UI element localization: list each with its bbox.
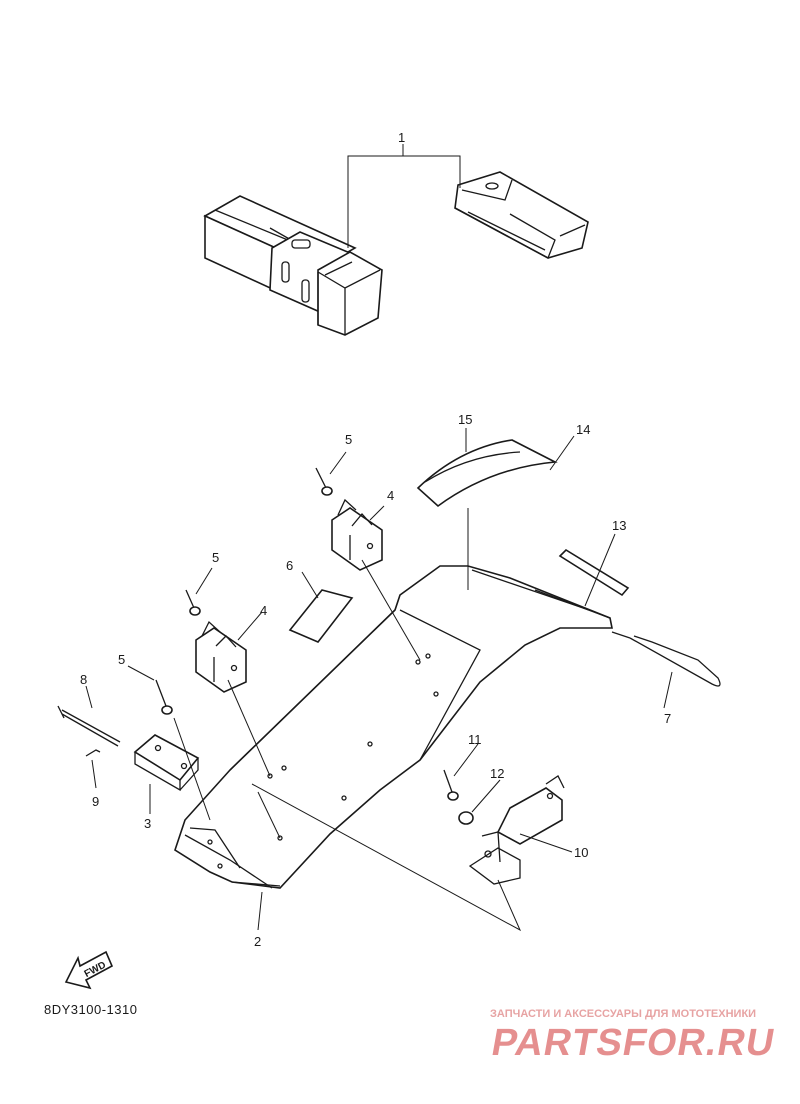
callout-5-lower: 5 bbox=[118, 652, 125, 667]
callout-2: 2 bbox=[254, 934, 261, 949]
clip-bracket-lower bbox=[195, 620, 247, 693]
nut bbox=[458, 811, 474, 825]
callout-6: 6 bbox=[286, 558, 293, 573]
callout-5-middle: 5 bbox=[212, 550, 219, 565]
diagram-code: 8DY3100-1310 bbox=[44, 1002, 138, 1017]
front-bracket bbox=[133, 734, 200, 792]
tool-bag-pouch bbox=[454, 171, 589, 259]
callout-7: 7 bbox=[664, 711, 671, 726]
rear-bracket bbox=[468, 775, 565, 885]
callout-4-lower: 4 bbox=[260, 603, 267, 618]
clip-bracket-upper bbox=[331, 498, 383, 571]
callout-numbers: 1 2 3 4 4 5 5 5 6 7 8 9 10 11 12 13 14 1… bbox=[80, 130, 671, 949]
fwd-arrow: FWD bbox=[64, 950, 114, 990]
callout-13: 13 bbox=[612, 518, 626, 533]
callout-9: 9 bbox=[92, 794, 99, 809]
label-decal bbox=[416, 439, 558, 508]
screw-rear bbox=[443, 769, 459, 801]
leader-lines bbox=[85, 428, 673, 932]
callout-8: 8 bbox=[80, 672, 87, 687]
callout-1: 1 bbox=[398, 130, 405, 145]
pin-bolt bbox=[57, 705, 121, 747]
main-tray bbox=[174, 565, 613, 889]
cotter-pin bbox=[85, 749, 101, 757]
screw-upper bbox=[315, 467, 333, 496]
tool-bag-roll bbox=[203, 195, 383, 336]
strip bbox=[558, 548, 630, 597]
watermark-logo: PARTSFOR.RU bbox=[488, 1022, 779, 1064]
screw-middle bbox=[185, 589, 201, 616]
callout-12: 12 bbox=[490, 766, 504, 781]
screw-lower bbox=[155, 679, 173, 715]
callout-3: 3 bbox=[144, 816, 151, 831]
callout-4-upper: 4 bbox=[387, 488, 394, 503]
watermark-tagline: ЗАПЧАСТИ И АКСЕССУАРЫ ДЛЯ МОТОТЕХНИКИ bbox=[490, 1008, 757, 1020]
callout-10: 10 bbox=[574, 845, 588, 860]
wire-hook bbox=[629, 635, 721, 687]
callout-15: 15 bbox=[458, 412, 472, 427]
callout-14: 14 bbox=[576, 422, 590, 437]
callout-11: 11 bbox=[468, 732, 482, 747]
pad bbox=[288, 589, 354, 643]
callout-5-upper: 5 bbox=[345, 432, 352, 447]
